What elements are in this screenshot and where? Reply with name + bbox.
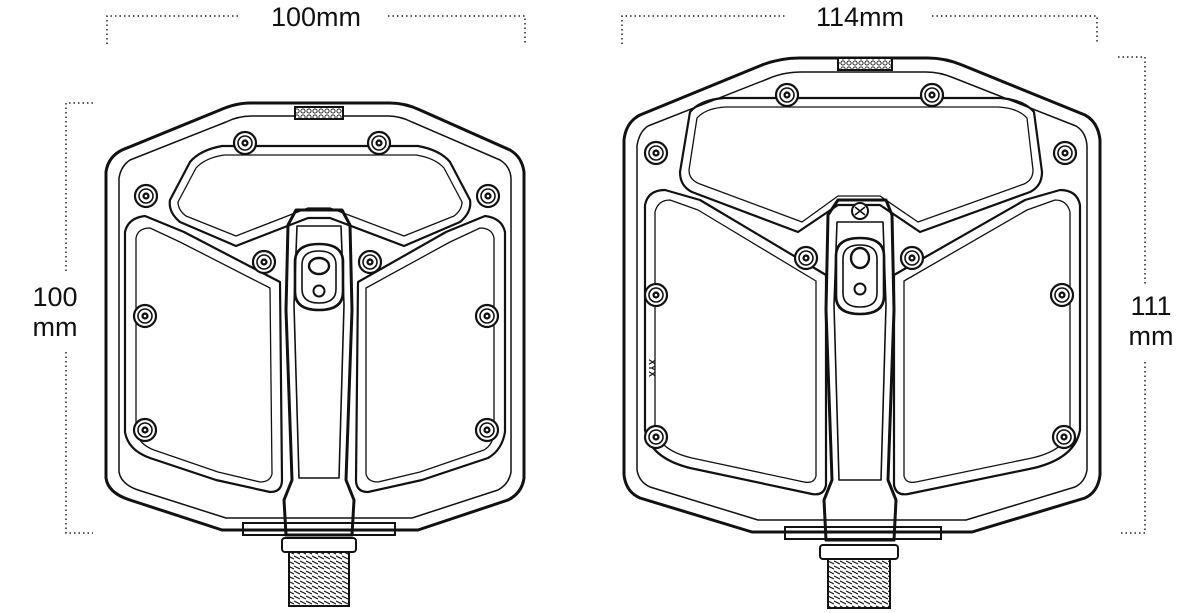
small-height-label: 100 mm xyxy=(22,282,88,342)
large-height-unit: mm xyxy=(1128,321,1174,351)
large-height-label: 111 mm xyxy=(1118,291,1184,351)
small-pedal xyxy=(104,101,526,607)
small-width-label: 100mm xyxy=(250,2,382,32)
large-height-dimension-line xyxy=(1118,56,1146,534)
small-pedal-body xyxy=(104,101,526,532)
small-height-dimension-line xyxy=(65,102,93,534)
large-pedal-body xyxy=(622,56,1102,534)
small-pedal-spindle-thread xyxy=(288,547,350,607)
large-pedal: XYX xyxy=(622,56,1102,609)
large-width-dimension-line xyxy=(621,15,1098,44)
small-height-unit: mm xyxy=(32,312,78,342)
small-width-dimension-line xyxy=(106,15,526,44)
large-pedal-marking: XYX xyxy=(647,359,657,377)
large-height-value: 111 xyxy=(1130,291,1172,321)
large-pedal-spindle-thread xyxy=(827,555,891,609)
small-height-value: 100 xyxy=(32,282,78,312)
large-width-label: 114mm xyxy=(795,2,925,32)
